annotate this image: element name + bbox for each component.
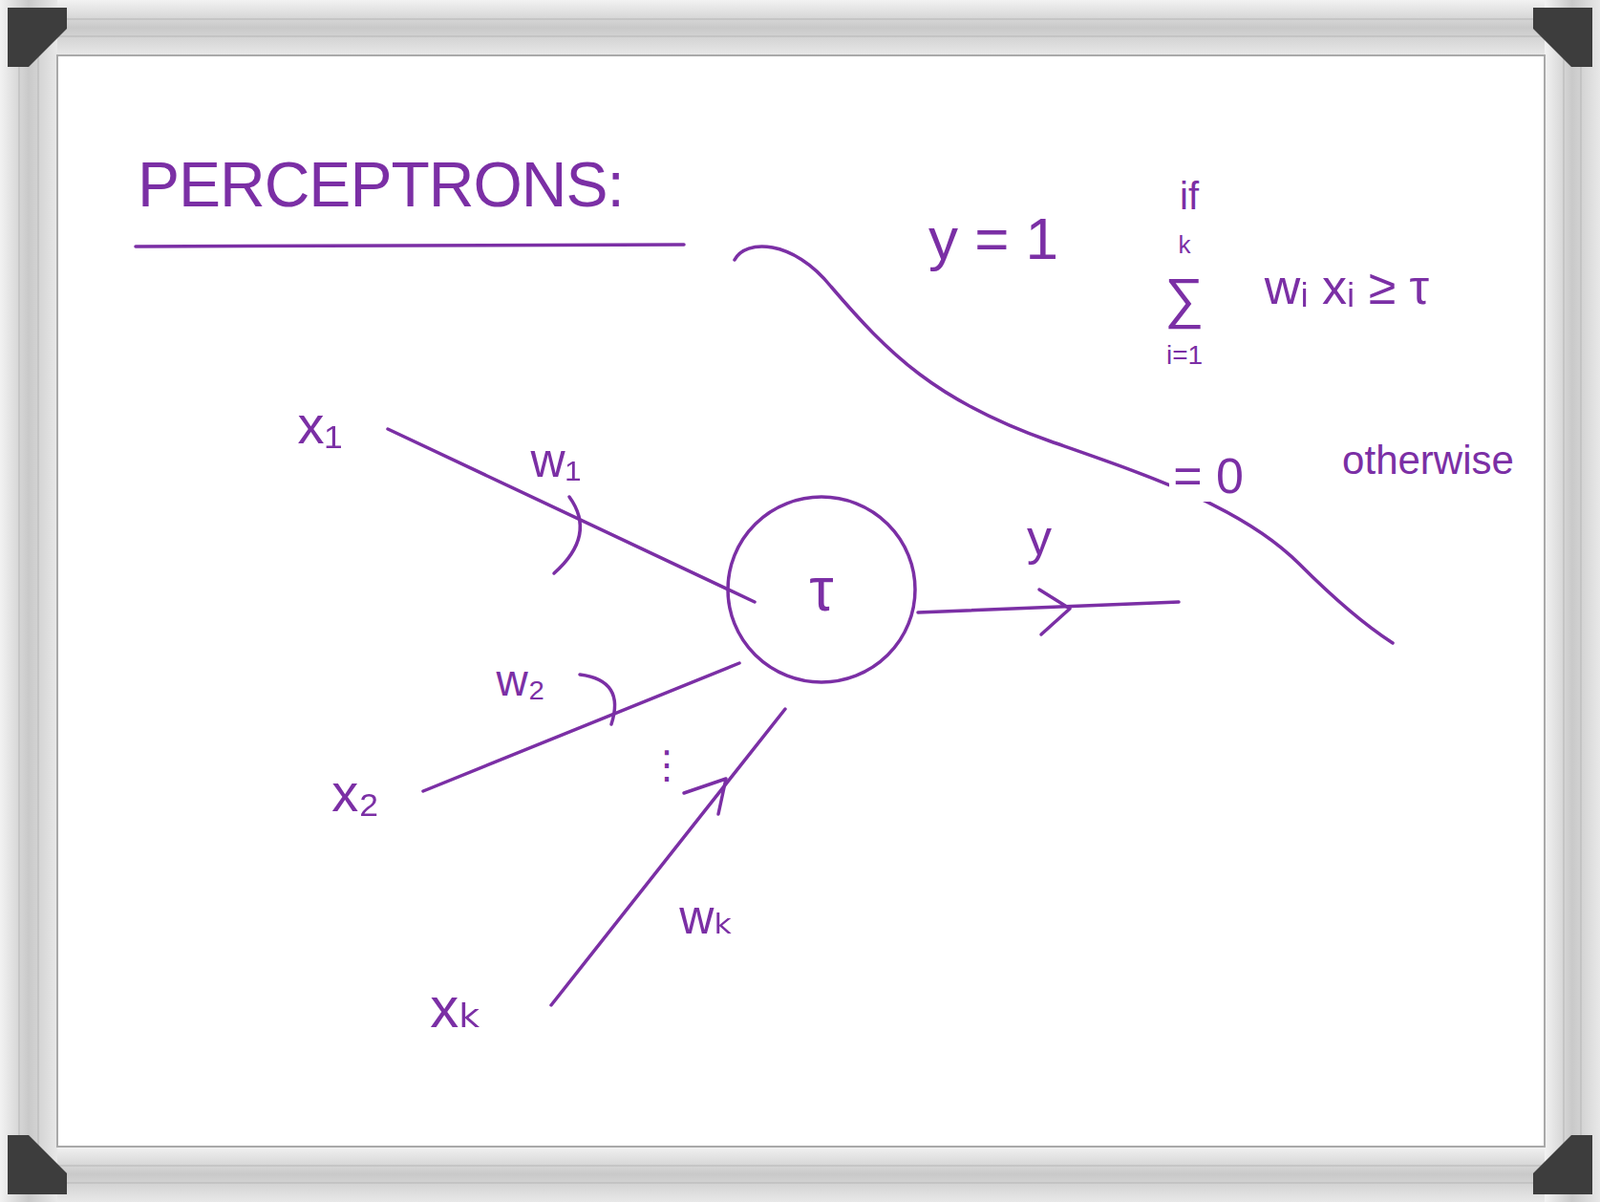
- formula-text: if: [1175, 175, 1203, 216]
- output-arrowhead: [1039, 589, 1070, 635]
- sum-limit: k: [1174, 231, 1195, 258]
- output-line: [917, 601, 1179, 613]
- output-label: y: [1023, 511, 1056, 563]
- formula-text: otherwise: [1338, 439, 1518, 482]
- input-line: [387, 428, 755, 602]
- sum-symbol: ∑: [1160, 269, 1208, 327]
- input-label: xₖ: [426, 978, 488, 1038]
- sum-limit: i=1: [1162, 341, 1207, 370]
- weight-label: w₁: [527, 435, 586, 486]
- input-line: [551, 708, 786, 1005]
- weight-tick: [683, 778, 726, 814]
- formula-text: = 0: [1169, 449, 1248, 502]
- threshold-symbol: τ: [809, 558, 833, 620]
- ellipsis: ⋮: [643, 744, 690, 785]
- circle-border: [727, 496, 916, 683]
- formula-text: y = 1: [924, 208, 1063, 270]
- title-underline: [135, 244, 684, 247]
- weight-tick: [554, 496, 580, 574]
- weight-tick: [579, 674, 616, 725]
- input-label: x₂: [327, 765, 384, 821]
- title: PERCEPTRONS:: [137, 152, 624, 216]
- threshold-circle: τ: [725, 492, 918, 686]
- input-label: x₁: [294, 397, 347, 453]
- input-line: [423, 662, 740, 791]
- weight-label: w₂: [491, 657, 549, 704]
- formula-text: wᵢ xᵢ ≥ τ: [1260, 260, 1433, 313]
- weight-label: wₖ: [675, 892, 738, 942]
